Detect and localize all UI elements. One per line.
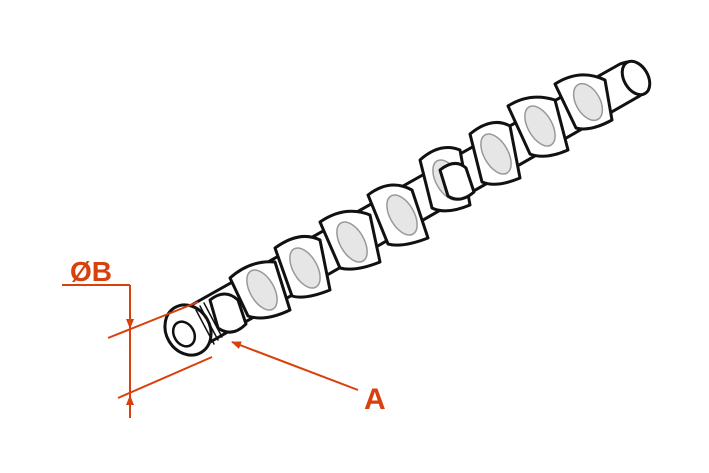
front-end-knurl (195, 302, 223, 345)
front-journal (163, 302, 223, 357)
label-diameter-b: ØB (70, 256, 112, 287)
extension-line-top (107, 301, 199, 339)
label-point-a: A (364, 383, 386, 416)
bearing-journals (208, 162, 476, 334)
annotations (62, 284, 359, 418)
leader-a (231, 341, 359, 391)
shaft-end-cap (620, 59, 652, 97)
front-end-inner (171, 320, 197, 348)
camshaft (163, 59, 652, 357)
extension-line-bottom (117, 356, 213, 399)
